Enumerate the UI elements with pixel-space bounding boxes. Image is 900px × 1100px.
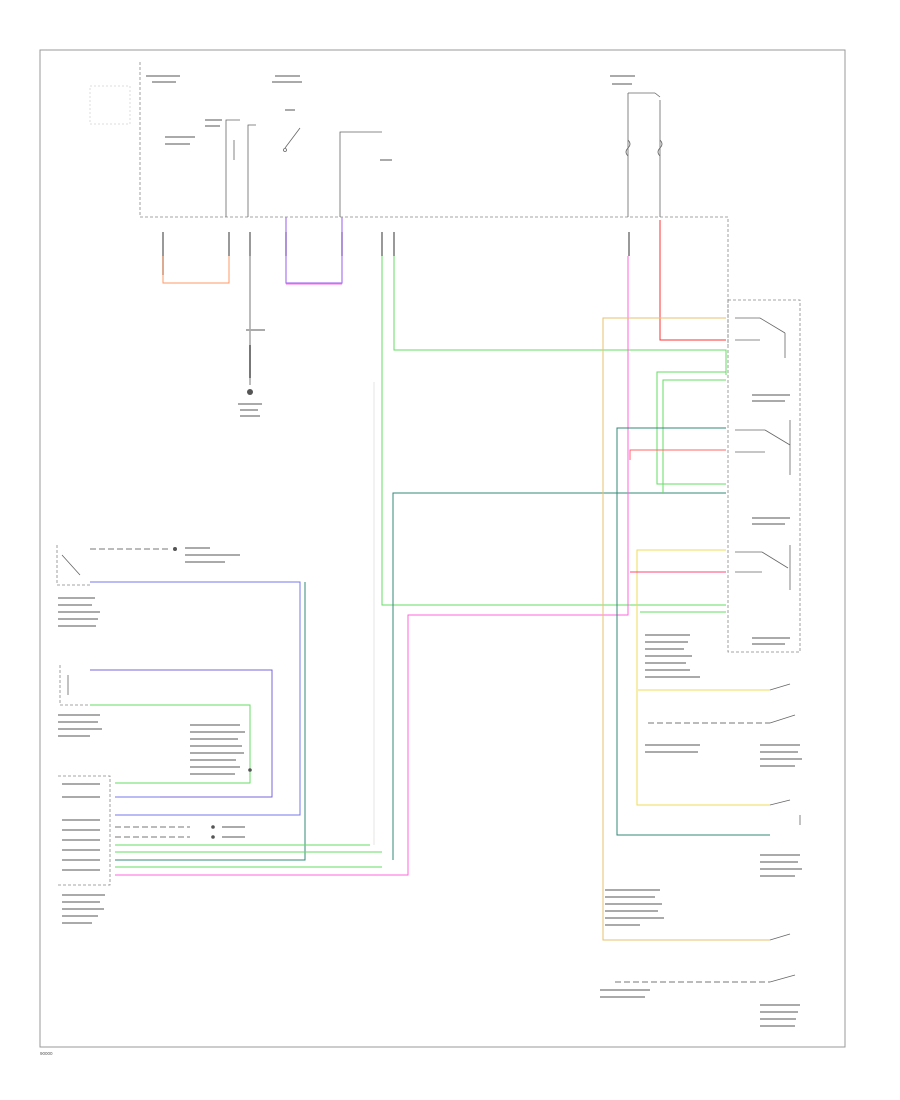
red-wire (659, 220, 726, 341)
yellow-wire-relay-3 (636, 549, 770, 806)
junction-connector-pins (162, 232, 630, 275)
tan-wire-long (602, 317, 770, 941)
red-wire-relay-2 (629, 449, 726, 460)
blue-wire-pressure-switch (90, 581, 301, 816)
sensor-pin-dot (248, 768, 252, 772)
footer-code: 90000 (40, 1051, 53, 1056)
blue-green-wire-lower (160, 582, 306, 861)
green-wire-left (381, 256, 726, 606)
blue-green-wire-relay-2 (616, 427, 770, 836)
green-wire-top (393, 256, 727, 375)
top-left-block (89, 75, 302, 145)
purple-wire-ac-sensor (90, 669, 273, 798)
green-wire-ac-sensor (90, 704, 251, 784)
orange-wire (162, 256, 230, 284)
green-wire-relay-1b (662, 379, 726, 493)
diagram-frame (39, 49, 846, 1048)
powertrain-control-module (58, 775, 370, 924)
relay-blocks (727, 299, 801, 653)
ground-connection (238, 256, 265, 417)
ac-sensor (58, 665, 245, 775)
top-right-fuses (380, 75, 663, 217)
right-lower-components (600, 634, 802, 1027)
magenta-wire (160, 256, 629, 876)
top-relay (225, 119, 382, 217)
purple-pink-loop-wire (285, 217, 343, 284)
junction-block-outline (139, 62, 729, 345)
blue-green-wire (392, 492, 726, 860)
dual-pressure-switch (56, 545, 240, 627)
